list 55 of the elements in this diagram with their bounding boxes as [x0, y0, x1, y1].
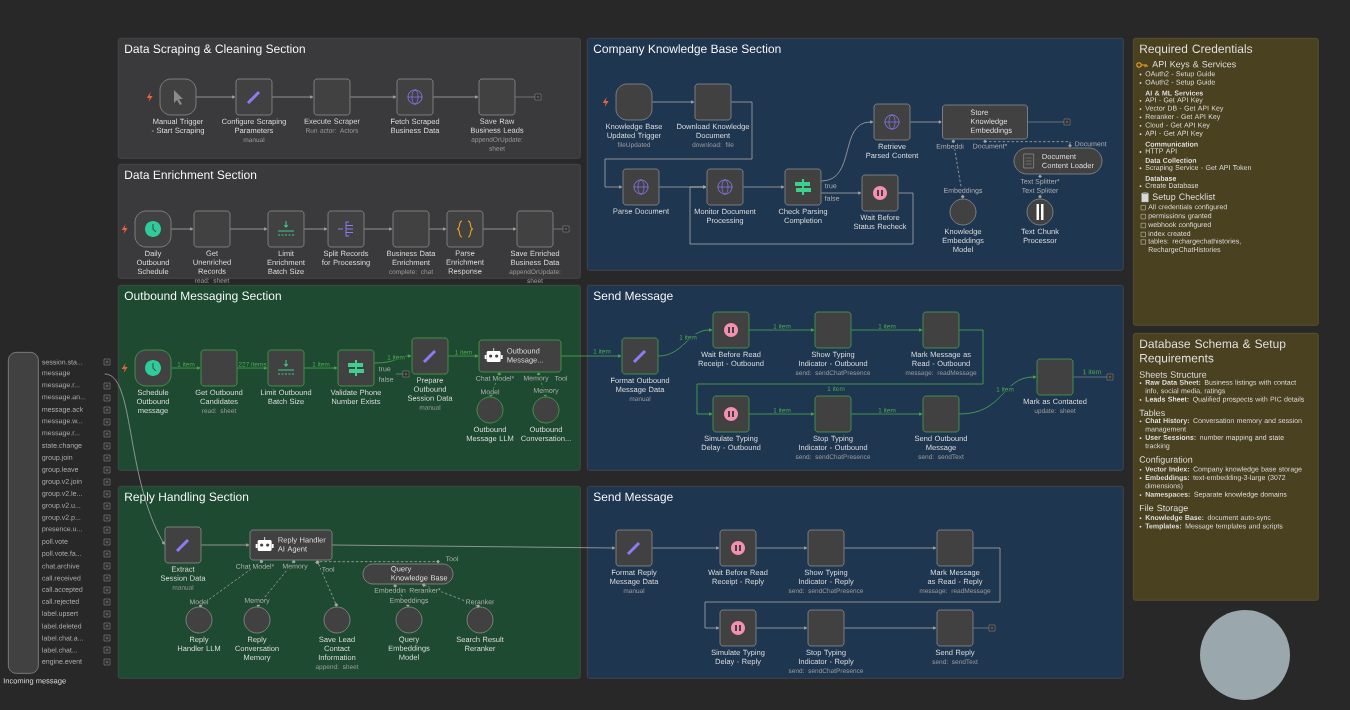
arrow: [170, 366, 201, 370]
arrow: [689, 185, 914, 245]
arrow: [696, 329, 984, 416]
dashed-connector: [983, 139, 1072, 148]
arrow: [820, 191, 862, 195]
arrow: [236, 366, 268, 370]
arrow: [704, 547, 1001, 630]
arrow: [748, 328, 815, 332]
arrow: [303, 366, 338, 370]
arrow: [271, 95, 314, 99]
arrow: [363, 227, 393, 231]
dashed-connector: [315, 559, 440, 565]
section-heading: File Storage: [1139, 504, 1188, 513]
arrow: [958, 375, 1037, 415]
section-heading: Setup Checklist: [1152, 193, 1216, 202]
arrow: [843, 546, 937, 550]
section-heading: API Keys & Services: [1152, 60, 1236, 70]
arrow: [303, 227, 328, 231]
arrow: [428, 227, 447, 231]
arrow: [195, 95, 236, 99]
arrow: [447, 354, 479, 358]
arrow: [909, 120, 942, 124]
dashed-connector: [256, 560, 296, 607]
arrow: [104, 373, 165, 545]
arrow: [170, 227, 194, 231]
arrow: [373, 354, 412, 364]
dashed-connector: [951, 139, 965, 199]
section-heading: Tables: [1139, 409, 1165, 417]
arrow: [755, 546, 808, 550]
arrow: [651, 100, 695, 104]
arrow: [850, 412, 923, 416]
arrow: [742, 185, 785, 189]
arrow: [748, 412, 815, 416]
arrow: [850, 328, 923, 332]
arrow: [560, 354, 622, 358]
arrow: [604, 101, 753, 189]
arrow: [657, 328, 713, 357]
dashed-connector: [316, 560, 338, 607]
arrow: [482, 227, 517, 231]
section-heading: Sheets Structure: [1139, 371, 1207, 378]
dashed-connector: [199, 559, 263, 608]
arrow: [200, 543, 250, 547]
arrow: [651, 546, 720, 550]
dashed-connector: [536, 372, 548, 397]
dashed-connector: [489, 372, 501, 397]
arrow: [843, 626, 937, 630]
arrow: [349, 95, 397, 99]
dashed-connector: [422, 583, 480, 608]
dashed-connector: [393, 584, 410, 607]
arrow: [331, 544, 616, 550]
arrow: [820, 120, 874, 182]
arrow: [229, 227, 268, 231]
section-heading: Configuration: [1139, 456, 1193, 465]
arrow: [432, 95, 479, 99]
arrow: [755, 626, 808, 630]
